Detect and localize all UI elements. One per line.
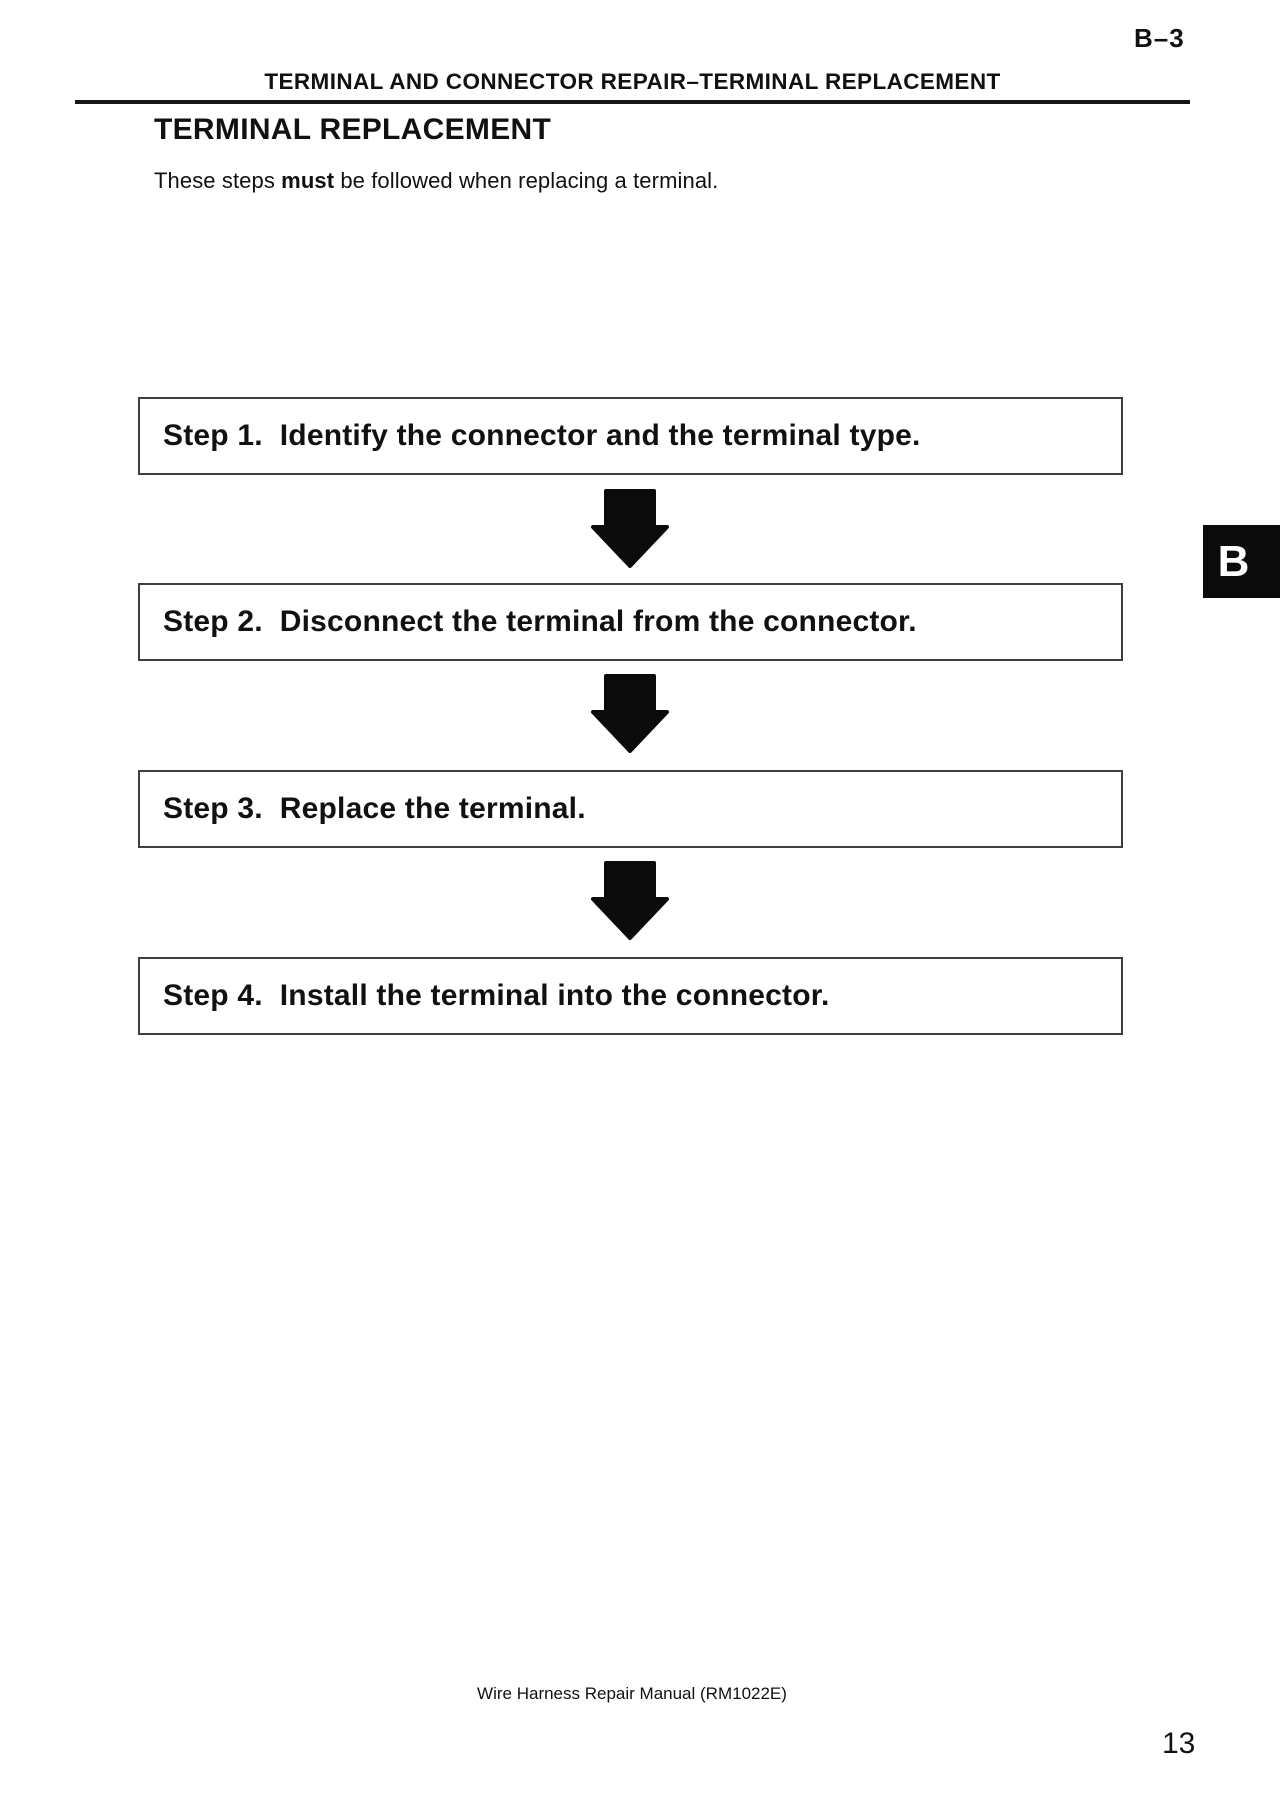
- down-arrow-icon: [590, 861, 670, 941]
- step-4-text: Install the terminal into the connector.: [279, 979, 830, 1012]
- step-1-label: Step 1.: [163, 419, 263, 452]
- intro-text-emphasis: must: [281, 168, 335, 193]
- flowchart-step-4-box: Step 4. Install the terminal into the co…: [138, 957, 1123, 1035]
- step-4-label: Step 4.: [163, 979, 263, 1012]
- step-1-text: Identify the connector and the terminal …: [279, 419, 921, 452]
- page-title: TERMINAL REPLACEMENT: [154, 113, 552, 146]
- header-rule: [75, 100, 1190, 104]
- down-arrow-icon: [590, 489, 670, 569]
- footer-manual-name: Wire Harness Repair Manual (RM1022E): [477, 1684, 787, 1703]
- step-3-text: Replace the terminal.: [279, 792, 586, 825]
- section-thumb-tab: B: [1203, 525, 1280, 598]
- section-thumb-tab-label: B: [1217, 536, 1250, 586]
- step-3-label: Step 3.: [163, 792, 263, 825]
- running-header-title: TERMINAL AND CONNECTOR REPAIR–TERMINAL R…: [264, 69, 1001, 94]
- step-2-text: Disconnect the terminal from the connect…: [279, 605, 917, 638]
- down-arrow-icon: [590, 674, 670, 754]
- page-number: 13: [1162, 1727, 1196, 1760]
- intro-text-post: be followed when replacing a terminal.: [334, 168, 719, 193]
- flowchart-step-2-box: Step 2. Disconnect the terminal from the…: [138, 583, 1123, 661]
- section-page-label: B–3: [1134, 23, 1185, 53]
- intro-text: These steps must be followed when replac…: [154, 168, 718, 194]
- flowchart-step-3-box: Step 3. Replace the terminal.: [138, 770, 1123, 848]
- flowchart-step-1-box: Step 1. Identify the connector and the t…: [138, 397, 1123, 475]
- step-2-label: Step 2.: [163, 605, 263, 638]
- intro-text-pre: These steps: [154, 168, 282, 193]
